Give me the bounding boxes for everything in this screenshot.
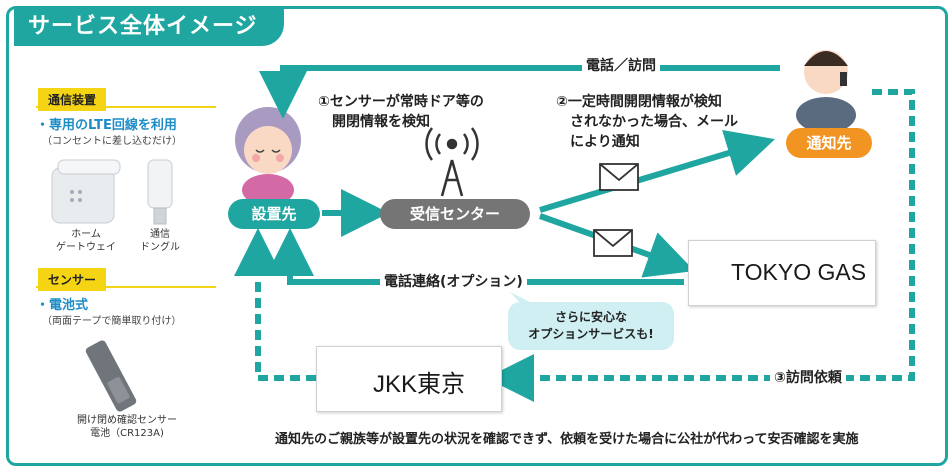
footer-note: 通知先のご親族等が設置先の状況を確認できず、依頼を受けた場合に公社が代わって安否…	[275, 432, 859, 447]
bubble-tail	[510, 292, 532, 303]
step1-line2: 開閉情報を検知	[332, 114, 430, 130]
sensor-icon	[85, 340, 137, 412]
step1-line1: ①センサーが常時ドア等の	[318, 94, 484, 110]
jkk-box: JKK東京	[316, 346, 502, 412]
man-with-phone-icon	[796, 50, 856, 133]
step2-label: ②一定時間開閉情報が検知 されなかった場合、メール により通知	[556, 92, 738, 152]
gateway-caption-line1: ホーム	[71, 229, 101, 240]
mail-icon	[593, 229, 633, 257]
visit-request-label: ③訪問依頼	[770, 368, 846, 388]
antenna-tower-icon	[425, 127, 479, 197]
sensor-tag-underline	[36, 286, 216, 288]
sensor-subtitle: ・電池式	[36, 298, 89, 313]
notify-target-node: 通知先	[786, 128, 872, 158]
gateway-caption: ホーム ゲートウェイ	[56, 228, 116, 254]
step2-line3: により通知	[570, 134, 640, 150]
phone-visit-label: 電話／訪問	[582, 56, 660, 76]
device-subtitle: ・専用のLTE回線を利用	[36, 118, 177, 133]
install-site-node: 設置先	[228, 199, 320, 229]
tokyo-gas-box: TOKYO GAS	[688, 240, 876, 306]
sensor-caption-line2: 電池（CR123A)	[90, 428, 164, 439]
sensor-caption-line1: 開け閉め確認センサー	[77, 415, 177, 426]
dongle-caption: 通信 ドングル	[140, 228, 180, 254]
page-title: サービス全体イメージ	[14, 8, 284, 46]
phone-option-label: 電話連絡(オプション)	[380, 272, 527, 292]
jkk-en: JKK	[373, 371, 418, 398]
mail-icon	[599, 163, 639, 191]
sensor-tag: センサー	[38, 268, 107, 291]
tokyo-gas-wordmark: TOKYO GAS	[731, 259, 867, 285]
step1-label: ①センサーが常時ドア等の 開閉情報を検知	[318, 92, 484, 132]
sensor-note: （両面テープで簡単取り付け）	[42, 316, 182, 327]
option-bubble-line2: オプションサービスも!	[528, 327, 654, 341]
device-tag-underline	[36, 106, 216, 108]
elderly-woman-icon	[235, 107, 301, 206]
device-note: （コンセントに差し込むだけ）	[42, 136, 182, 147]
device-tag: 通信装置	[38, 88, 107, 111]
jkk-jp: 東京	[417, 371, 466, 398]
dongle-caption-line2: ドングル	[140, 242, 180, 253]
step2-line1: ②一定時間開閉情報が検知	[556, 94, 722, 110]
sensor-caption: 開け閉め確認センサー 電池（CR123A)	[62, 414, 192, 440]
dongle-caption-line1: 通信	[150, 229, 170, 240]
step2-line2: されなかった場合、メール	[570, 114, 738, 130]
jkk-wordmark: JKK東京	[373, 364, 465, 399]
option-bubble-line1: さらに安心な	[554, 310, 627, 324]
gateway-caption-line2: ゲートウェイ	[56, 242, 116, 253]
option-bubble: さらに安心な オプションサービスも!	[508, 302, 674, 350]
dongle-icon	[147, 159, 173, 225]
receiving-center-node: 受信センター	[380, 199, 530, 229]
home-gateway-icon	[51, 159, 121, 224]
